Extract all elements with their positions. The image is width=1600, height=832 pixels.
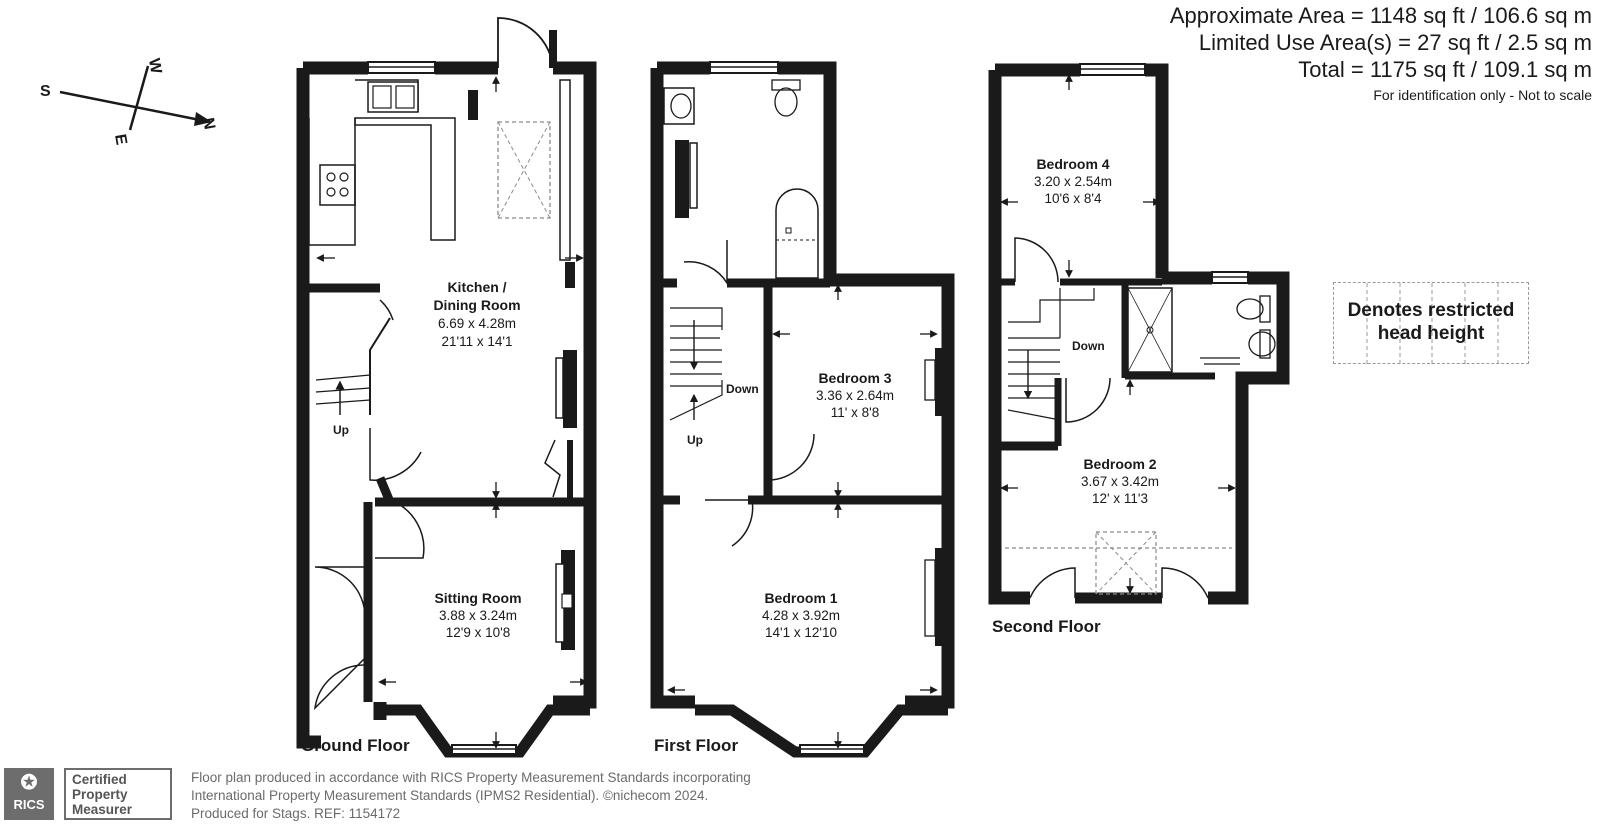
compass-w: W	[145, 57, 165, 76]
bedroom2-metric: 3.67 x 3.42m	[1081, 474, 1159, 489]
second-floor-label: Second Floor	[992, 617, 1101, 636]
rics-logo: ✪ RICS	[4, 768, 54, 820]
approximate-area: Approximate Area = 1148 sq ft / 106.6 sq…	[1169, 3, 1592, 28]
compass-e: E	[111, 133, 130, 147]
footer-disclaimer: Floor plan produced in accordance with R…	[191, 769, 751, 823]
compass-s: S	[40, 83, 51, 100]
first-floor-plan	[650, 61, 955, 758]
footer-line-1: Floor plan produced in accordance with R…	[191, 770, 751, 785]
kitchen-name-1: Kitchen /	[447, 279, 506, 295]
kitchen-metric: 6.69 x 4.28m	[438, 316, 516, 331]
cert-line-1: Certified	[72, 772, 127, 787]
bedroom3-imperial: 11' x 8'8	[831, 405, 879, 420]
bedroom3-name: Bedroom 3	[818, 370, 891, 386]
legend-label: Denotes restricted head height	[1334, 299, 1528, 345]
stairs-down-second: Down	[1072, 339, 1105, 353]
limited-use-area: Limited Use Area(s) = 27 sq ft / 2.5 sq …	[1198, 30, 1592, 55]
sitting-metric: 3.88 x 3.24m	[439, 608, 517, 623]
bedroom1-name: Bedroom 1	[764, 590, 837, 606]
bedroom2-imperial: 12' x 11'3	[1092, 491, 1148, 506]
legend-line-1: Denotes restricted	[1347, 300, 1515, 321]
footer-line-3: Produced for Stags. REF: 1154172	[191, 806, 401, 821]
stairs-up-ground: Up	[333, 423, 349, 437]
bedroom2-name: Bedroom 2	[1083, 456, 1156, 472]
bedroom1-imperial: 14'1 x 12'10	[765, 625, 837, 640]
room-labels: Kitchen / Dining Room 6.69 x 4.28m 21'11…	[433, 156, 1159, 640]
stairs-down-first: Down	[726, 382, 759, 396]
footer-line-2: International Property Measurement Stand…	[191, 788, 709, 803]
compass-n: N	[199, 117, 218, 131]
restricted-head-height-legend: Denotes restricted head height	[1333, 282, 1529, 365]
bedroom4-name: Bedroom 4	[1036, 156, 1109, 172]
rics-emblem-icon: ✪	[20, 772, 38, 794]
first-floor-label: First Floor	[654, 736, 738, 755]
ground-floor-label: Ground Floor	[301, 736, 410, 755]
bedroom1-metric: 4.28 x 3.92m	[762, 608, 840, 623]
legend-line-2: head height	[1377, 323, 1485, 344]
floor-labels: Ground Floor First Floor Second Floor	[301, 617, 1101, 755]
rics-logo-word: RICS	[13, 797, 45, 812]
sitting-name: Sitting Room	[434, 590, 521, 606]
second-floor-plan	[988, 63, 1290, 605]
cert-line-2: Property	[72, 787, 128, 802]
area-summary: Approximate Area = 1148 sq ft / 106.6 sq…	[1170, 2, 1592, 107]
bedroom4-imperial: 10'6 x 8'4	[1045, 191, 1102, 206]
kitchen-name-2: Dining Room	[433, 297, 520, 313]
compass: S W N E	[40, 57, 218, 147]
bedroom4-metric: 3.20 x 2.54m	[1034, 174, 1112, 189]
stairs-up-first: Up	[687, 433, 703, 447]
total-area: Total = 1175 sq ft / 109.1 sq m	[1298, 57, 1592, 82]
kitchen-imperial: 21'11 x 14'1	[442, 334, 513, 349]
identification-note: For identification only - Not to scale	[1373, 87, 1592, 103]
bedroom3-metric: 3.36 x 2.64m	[816, 388, 894, 403]
stair-labels: Up Up Down Down	[333, 339, 1105, 447]
ground-floor-plan	[296, 17, 597, 758]
sitting-imperial: 12'9 x 10'8	[446, 625, 510, 640]
cert-line-3: Measurer	[72, 802, 133, 817]
certified-measurer-badge: Certified Property Measurer	[64, 768, 172, 820]
